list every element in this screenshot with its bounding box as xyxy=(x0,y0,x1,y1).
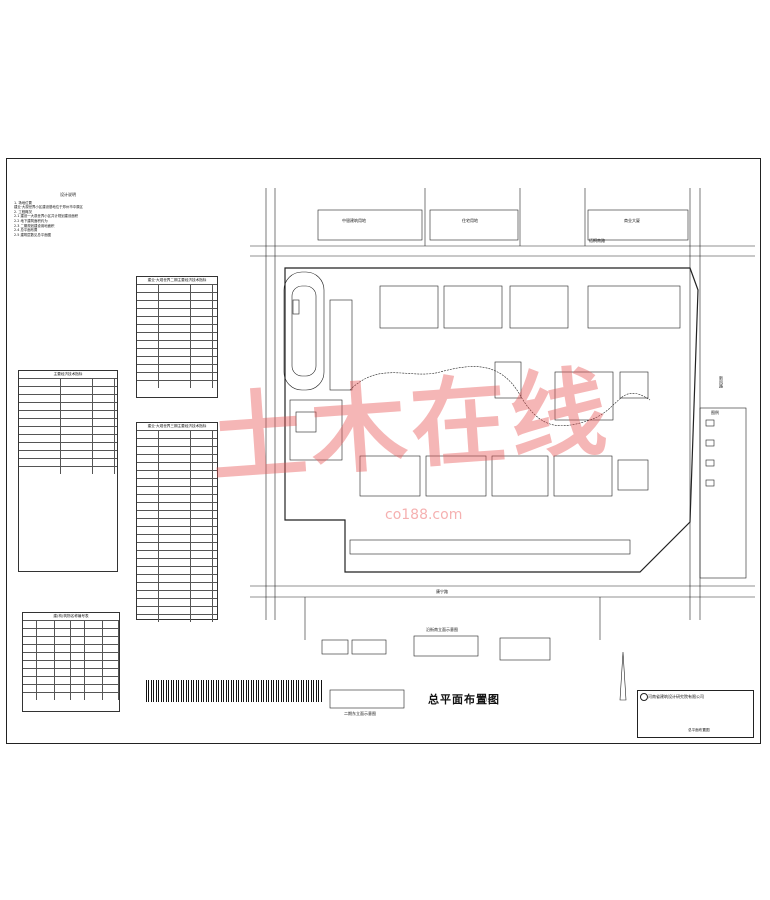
residential-building xyxy=(509,285,569,329)
building-elevation xyxy=(413,635,479,657)
indicator-table-2: 建业·大观世界二期主要经济技术指标 xyxy=(136,276,218,398)
legend-symbol-icon xyxy=(705,459,715,467)
note-line: 建业·大观世界小区建设基地位于郑州市中原区 xyxy=(14,205,83,210)
residential-building xyxy=(443,285,503,329)
drawing-name: 总平面布置图 xyxy=(688,728,710,732)
drawing-title: 总平面布置图 xyxy=(428,693,500,706)
legend-box xyxy=(699,407,747,579)
clubhouse xyxy=(554,371,614,421)
track-field xyxy=(291,285,317,377)
company-logo-icon xyxy=(640,693,648,701)
residential-building xyxy=(491,455,549,497)
road-label-south: 康宁路 xyxy=(436,589,448,594)
site-boundary xyxy=(284,267,699,573)
building-elevation xyxy=(329,689,405,709)
building-name-table: 建(构)筑物名称编号表 xyxy=(22,612,120,712)
block-label: 住宅用地 xyxy=(462,218,478,223)
residential-building xyxy=(379,285,439,329)
north-arrow-icon xyxy=(619,651,627,701)
table-title: 建(构)筑物名称编号表 xyxy=(53,614,89,618)
building-elevation xyxy=(321,639,349,655)
note-line: 1. 场地位置 xyxy=(14,200,32,205)
legend-symbol-icon xyxy=(705,419,715,427)
building-elevation xyxy=(499,637,551,661)
school-building xyxy=(289,399,343,461)
block-label: 商业大厦 xyxy=(624,218,640,223)
legend-symbol-icon xyxy=(705,439,715,447)
company-name: 河南省建筑设计研究院有限公司 xyxy=(648,694,704,699)
note-line: 2.1 建设一大观世界小区共计规划建设面积 xyxy=(14,214,79,219)
legend-symbol-icon xyxy=(705,479,715,487)
notes-title: 设计说明 xyxy=(60,192,76,197)
elevation-strip xyxy=(146,680,322,702)
residential-building xyxy=(619,371,649,399)
elevation-caption: 二期东立面示意图 xyxy=(344,711,376,716)
commercial-strip xyxy=(349,539,631,555)
note-line: 2.4 总平面布置 xyxy=(14,228,38,233)
watermark-url: co188.com xyxy=(385,507,463,523)
note-line: 2.5 建筑层数见总平面图 xyxy=(14,232,51,237)
title-block: 河南省建筑设计研究院有限公司 总平面布置图 xyxy=(637,690,754,738)
building xyxy=(292,299,300,315)
building-elevation xyxy=(351,639,387,655)
road-label-east: 新风路 xyxy=(719,376,724,388)
drawing-frame xyxy=(6,158,761,744)
indicator-table-1: 主要经济技术指标 xyxy=(18,370,118,572)
north-block xyxy=(429,209,519,241)
school-building xyxy=(295,411,317,433)
residential-building xyxy=(617,459,649,491)
table-title: 建业·大观世界三期主要经济技术指标 xyxy=(147,424,207,428)
indicator-table-3: 建业·大观世界三期主要经济技术指标 xyxy=(136,422,218,622)
drawing-scale: 1:750 xyxy=(481,698,493,703)
note-line: 2.3 二期规划建设用地面积 xyxy=(14,223,55,228)
residential-building xyxy=(587,285,681,329)
watermark: 土木在线 xyxy=(207,356,615,496)
residential-building xyxy=(425,455,487,497)
road-label-north: 梧桐南路 xyxy=(589,238,605,243)
running-track xyxy=(283,271,325,391)
note-line: 2.2 地下建筑面积约为 xyxy=(14,218,48,223)
building xyxy=(494,361,522,399)
block-label: 中银建筑用地 xyxy=(342,218,366,223)
design-notes: 设计说明 1. 场地位置 建业·大观世界小区建设基地位于郑州市中原区 2. 工程… xyxy=(14,192,122,237)
north-block xyxy=(587,209,689,241)
legend-title: 图例 xyxy=(711,410,719,415)
landscape-path xyxy=(349,366,651,426)
residential-building xyxy=(553,455,613,497)
note-line: 2. 工程概况 xyxy=(14,209,32,214)
table-title: 建业·大观世界二期主要经济技术指标 xyxy=(147,278,207,282)
school-building xyxy=(329,299,353,391)
north-block xyxy=(317,209,423,241)
elevation-caption: 沿街南立面示意图 xyxy=(426,627,458,632)
table-title: 主要经济技术指标 xyxy=(53,372,83,376)
residential-building xyxy=(359,455,421,497)
